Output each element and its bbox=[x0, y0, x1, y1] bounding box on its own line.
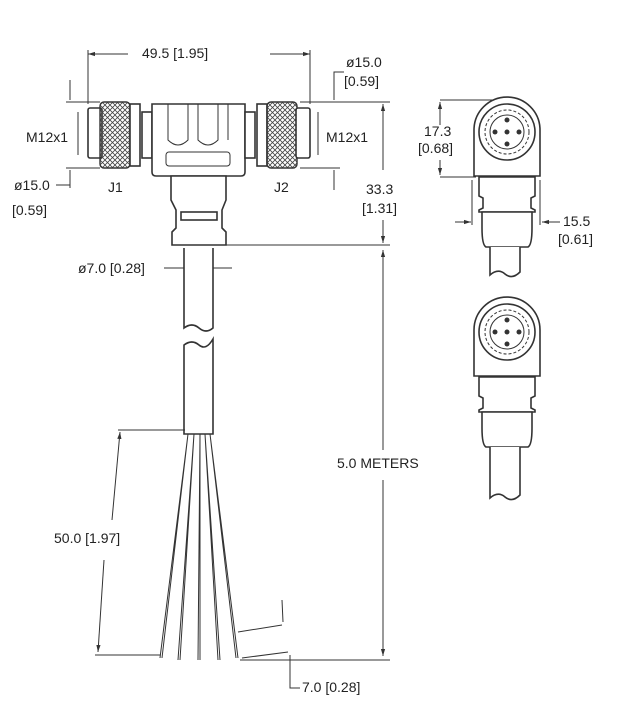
left-thread-label: M12x1 bbox=[26, 129, 68, 145]
dimension-lines bbox=[56, 50, 390, 689]
cable-length-label: 5.0 METERS bbox=[337, 455, 419, 471]
strip-length-label: 7.0 [0.28] bbox=[302, 679, 360, 695]
right-diameter-in: [0.59] bbox=[344, 73, 379, 89]
wire-length-label: 50.0 [1.97] bbox=[54, 530, 120, 546]
left-diameter-mm: ø15.0 bbox=[14, 177, 50, 193]
right-diameter-mm: ø15.0 bbox=[346, 54, 382, 70]
dimension-labels: 49.5 [1.95] ø15.0 [0.59] M12x1 M12x1 ø15… bbox=[12, 45, 593, 695]
side-height-in: [0.68] bbox=[418, 140, 453, 156]
j2-label: J2 bbox=[274, 179, 289, 195]
wire-leads bbox=[159, 433, 239, 661]
side-view-connector-2 bbox=[473, 296, 541, 501]
side-view-connector-1 bbox=[437, 96, 560, 278]
t-connector bbox=[87, 101, 311, 435]
cable-diameter-label: ø7.0 [0.28] bbox=[78, 260, 145, 276]
right-thread-label: M12x1 bbox=[326, 129, 368, 145]
side-width-mm: 15.5 bbox=[563, 213, 590, 229]
height-mm: 33.3 bbox=[366, 181, 393, 197]
side-width-in: [0.61] bbox=[558, 231, 593, 247]
side-height-mm: 17.3 bbox=[424, 123, 451, 139]
overall-width-label: 49.5 [1.95] bbox=[142, 45, 208, 61]
left-diameter-in: [0.59] bbox=[12, 202, 47, 218]
height-in: [1.31] bbox=[362, 200, 397, 216]
j1-label: J1 bbox=[108, 179, 123, 195]
